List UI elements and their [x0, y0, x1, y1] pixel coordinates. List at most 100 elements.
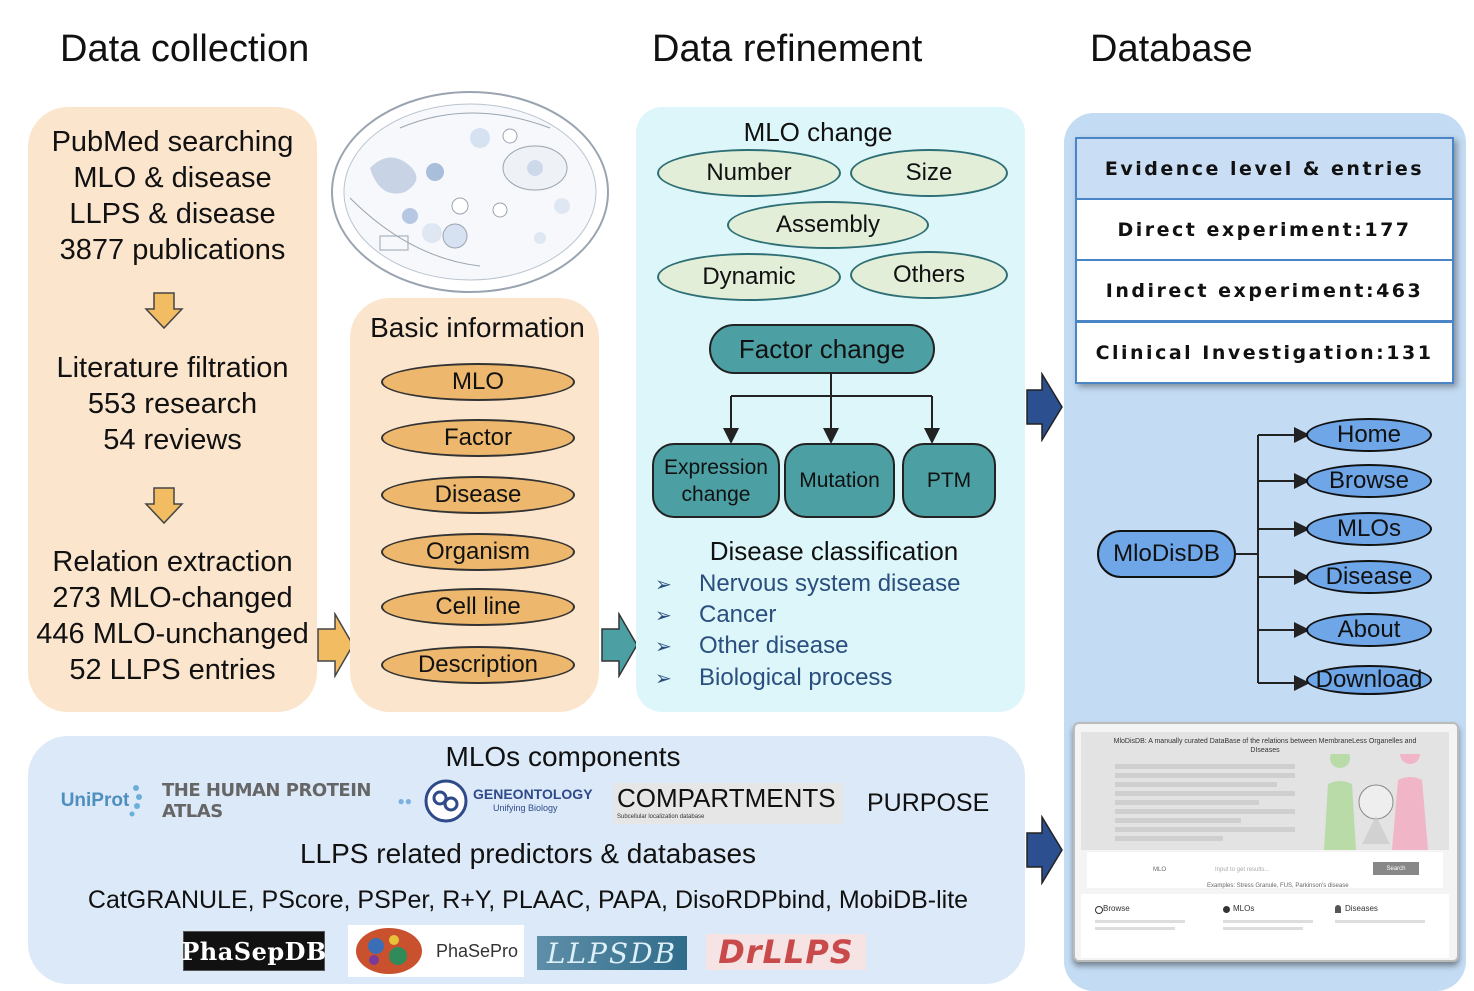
compartments-logo-text: COMPARTMENTS: [617, 783, 836, 813]
disease-item-label: Other disease: [699, 632, 849, 659]
factor-type-box: Mutation: [784, 443, 895, 518]
nav-download[interactable]: Download: [1306, 665, 1432, 695]
mlo-change-item: Size: [850, 149, 1008, 197]
mlodisdb-root: MloDisDB: [1097, 530, 1236, 578]
basic-item: Disease: [381, 476, 575, 514]
screenshot-examples: Examples: Stress Granule, FUS, Parkinson…: [1207, 883, 1349, 889]
purpose-logo: PURPOSE: [867, 789, 990, 817]
predictors-list: CatGRANULE, PScore, PSPer, R+Y, PLAAC, P…: [87, 886, 969, 914]
llps-title: LLPS related predictors & databases: [299, 838, 757, 869]
website-screenshot: MloDisDB: A manually curated DataBase of…: [1073, 722, 1459, 962]
basic-item: MLO: [381, 363, 575, 401]
llpsdb-logo: LLPSDB: [537, 936, 687, 970]
cell-illustration: [331, 91, 609, 293]
screenshot-card-title: Browse: [1103, 904, 1130, 913]
arrowhead-icon: ➢: [655, 605, 672, 627]
components-title: MLOs components: [445, 741, 681, 772]
mlo-change-title: MLO change: [743, 117, 893, 147]
search-block: PubMed searching MLO & disease LLPS & di…: [28, 124, 317, 268]
right-arrow-icon: [1026, 815, 1063, 885]
mlo-change-item: Assembly: [727, 201, 929, 249]
collection-panel: [28, 107, 317, 712]
right-arrow-icon: [1026, 372, 1063, 442]
extraction-line: Relation extraction: [52, 546, 293, 578]
disease-item: ➢ Cancer: [655, 601, 776, 629]
disease-item: ➢ Biological process: [655, 664, 892, 692]
filtration-line: 54 reviews: [103, 424, 242, 456]
drllps-logo: DrLLPS: [706, 933, 866, 971]
arrowhead-icon: ➢: [655, 574, 672, 596]
nav-home[interactable]: Home: [1306, 418, 1432, 452]
nav-browse[interactable]: Browse: [1306, 464, 1432, 498]
disease-title: Disease classification: [709, 536, 959, 566]
go-logo-text: GENEONTOLOGY: [473, 786, 593, 802]
heading-data-collection: Data collection: [60, 28, 310, 70]
evidence-row: Clinical Investigation:131: [1075, 321, 1454, 384]
disease-item-label: Nervous system disease: [699, 570, 961, 597]
heading-data-refinement: Data refinement: [652, 28, 923, 70]
screenshot-card-text: [1223, 920, 1313, 923]
arrowhead-icon: ➢: [655, 636, 672, 658]
uniprot-logo-text: UniProt: [60, 790, 130, 811]
disease-item-label: Biological process: [699, 664, 893, 691]
basic-title: Basic information: [370, 312, 585, 343]
search-line: MLO & disease: [73, 162, 272, 194]
mlo-change-item: Number: [657, 149, 841, 197]
filtration-line: Literature filtration: [56, 352, 289, 384]
search-line: 3877 publications: [59, 234, 286, 266]
drllps-logo-text: DrLLPS: [718, 933, 854, 971]
mlo-change-item: Dynamic: [657, 253, 841, 301]
phasepro-logo-text: PhaSePro: [435, 940, 519, 961]
factor-type-box: Expression change: [652, 443, 780, 518]
screenshot-title: MloDisDB: A manually curated DataBase of…: [1113, 738, 1417, 754]
hpa-logo: THE HUMAN PROTEIN ATLAS ●●: [162, 780, 412, 822]
uniprot-logo: UniProt: [52, 780, 152, 822]
basic-item: Cell line: [381, 588, 575, 626]
extraction-line: 273 MLO-changed: [52, 582, 293, 614]
basic-item: Organism: [381, 533, 575, 571]
arrowhead-icon: ➢: [655, 668, 672, 690]
circle-icon: [1223, 906, 1230, 913]
nav-mlos[interactable]: MLOs: [1306, 512, 1432, 546]
screenshot-search-button: Search: [1373, 862, 1419, 875]
disease-item: ➢ Nervous system disease: [655, 570, 960, 598]
screenshot-card-title: MLOs: [1233, 904, 1255, 913]
down-arrow-icon: [144, 292, 184, 330]
filtration-line: 553 research: [87, 388, 258, 420]
go-logo: GENEONTOLOGY Unifying Biology: [424, 778, 602, 824]
phasepro-image-icon: [355, 928, 422, 974]
disease-item-label: Cancer: [699, 601, 777, 628]
extraction-line: 52 LLPS entries: [69, 654, 276, 686]
screenshot-card-text: [1095, 920, 1185, 923]
hpa-logo-text: THE HUMAN PROTEIN ATLAS: [162, 780, 371, 822]
search-line: PubMed searching: [51, 126, 294, 158]
body-silhouette-illustration: [1324, 754, 1428, 850]
screenshot-card-title: Diseases: [1345, 904, 1378, 913]
basic-item: Description: [381, 646, 575, 684]
screenshot-card-text: [1223, 927, 1303, 930]
disease-item: ➢ Other disease: [655, 632, 848, 660]
phasepdb-logo: PhaSepDB: [181, 931, 327, 971]
compartments-logo-subtext: Subcellular localization database: [617, 814, 705, 820]
nav-about[interactable]: About: [1306, 613, 1432, 647]
nav-tree-connectors: [1236, 427, 1310, 691]
screenshot-card-text: [1095, 927, 1175, 930]
heading-database: Database: [1090, 28, 1253, 70]
factor-tree-connectors: [723, 374, 940, 444]
evidence-row: Direct experiment:177: [1075, 198, 1454, 261]
right-arrow-icon: [317, 612, 354, 678]
compartments-logo: COMPARTMENTS Subcellular localization da…: [614, 783, 843, 824]
right-arrow-icon: [601, 612, 638, 678]
extraction-line: 446 MLO-unchanged: [36, 618, 309, 650]
down-arrow-icon: [144, 487, 184, 525]
phasepro-logo: PhaSePro: [348, 925, 524, 977]
nav-disease[interactable]: Disease: [1306, 560, 1432, 594]
factor-change-box: Factor change: [709, 324, 935, 374]
factor-type-label: Expression change: [664, 455, 768, 506]
evidence-row: Indirect experiment:463: [1075, 259, 1454, 322]
screenshot-search-label: MLO: [1153, 867, 1167, 873]
phasepdb-logo-text: PhaSepDB: [181, 936, 327, 966]
factor-type-box: PTM: [902, 443, 996, 518]
screenshot-search-input: Input to get results...: [1215, 867, 1270, 873]
extraction-block: Relation extraction 273 MLO-changed 446 …: [28, 544, 317, 688]
